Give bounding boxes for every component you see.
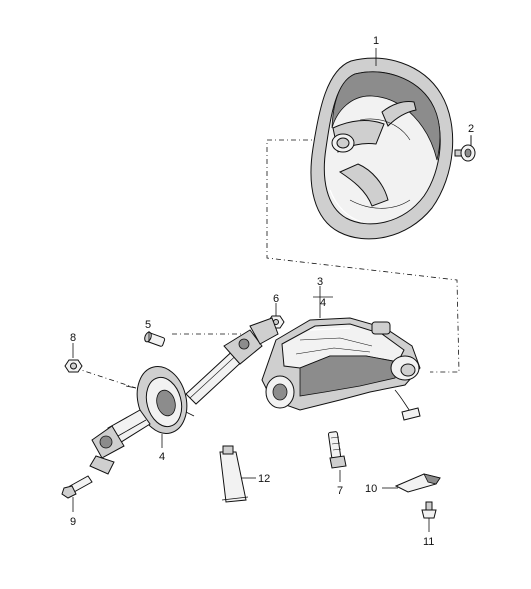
lower-universal-joint[interactable] (89, 409, 151, 475)
callout-labels: 1 2 3 4 5 6 7 8 9 4 10 11 12 (70, 35, 474, 548)
steering-column-housing[interactable] (261, 317, 421, 421)
intermediate-shaft[interactable] (185, 317, 279, 405)
column-boot[interactable] (125, 361, 195, 439)
assembly-dash-lines (74, 139, 460, 389)
callout-5: 5 (145, 319, 151, 331)
cover-bracket[interactable] (394, 473, 441, 493)
column-mount-bolt[interactable] (327, 431, 347, 469)
callout-12: 12 (258, 473, 270, 485)
callout-leaders (72, 48, 472, 532)
joint-bolt[interactable] (61, 475, 93, 499)
guide-pin[interactable] (143, 331, 166, 347)
callout-10: 10 (365, 483, 377, 495)
callout-1: 1 (373, 35, 379, 47)
callout-2: 2 (468, 123, 474, 135)
callout-9: 9 (70, 516, 76, 528)
steering-wheel[interactable] (310, 57, 454, 240)
callout-8: 8 (70, 332, 76, 344)
callout-4-boot: 4 (159, 451, 165, 463)
callout-4-column: 4 (320, 297, 326, 309)
callout-3: 3 (317, 276, 323, 288)
bracket-screw[interactable] (421, 501, 437, 519)
callout-6: 6 (273, 293, 279, 305)
grease-tube[interactable] (219, 445, 249, 503)
wheel-bolt[interactable] (454, 136, 476, 162)
callout-7: 7 (337, 485, 343, 497)
callout-11: 11 (423, 536, 434, 548)
hex-nut-left[interactable] (64, 359, 83, 373)
